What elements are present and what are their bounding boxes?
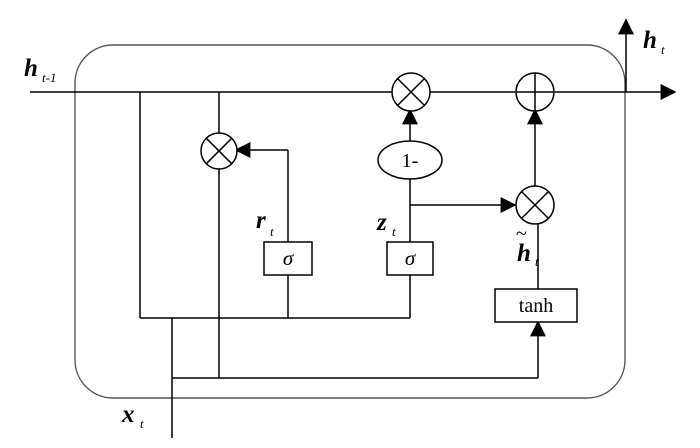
one-minus-node [377,140,443,180]
sigma-r-label: σ [283,246,295,270]
h-prev-label: h t-1 [24,55,56,85]
sigma-z-box [386,241,434,276]
z-gate-label: z t [376,209,396,239]
x-in-label: x t [121,401,144,431]
svg-text:h: h [24,55,38,82]
candidate-multiply-icon [515,185,555,225]
svg-text:t: t [661,42,665,57]
svg-text:t: t [270,224,274,239]
state-multiply-icon [391,72,431,112]
svg-text:t: t [535,254,539,269]
tanh-label: tanh [519,295,553,317]
cell-boundary [74,44,626,399]
svg-text:~: ~ [516,223,527,245]
one-minus-label: 1- [402,150,419,172]
r-gate-label: r t [256,207,274,239]
svg-text:h: h [643,27,657,54]
svg-text:t: t [392,224,396,239]
sigma-r-box [263,241,313,276]
tanh-box [494,288,578,323]
h-out-label: h t [643,27,665,57]
svg-text:t-1: t-1 [42,70,56,85]
svg-text:h: h [517,240,531,267]
reset-multiply-icon [200,132,238,170]
h-candidate-label: ~ h t [516,223,539,269]
svg-text:t: t [140,416,144,431]
svg-text:r: r [256,207,266,234]
add-icon [515,72,555,112]
svg-text:z: z [376,209,387,236]
svg-text:x: x [121,401,135,428]
sigma-z-label: σ [405,246,417,270]
